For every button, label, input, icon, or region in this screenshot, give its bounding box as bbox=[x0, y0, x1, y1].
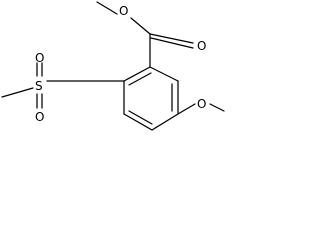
methoxy-o-to-methyl-bond bbox=[209, 103, 225, 112]
sulfur-to-methyl-bond bbox=[1, 87, 34, 98]
sulfonyl-bottom-oxygen-label: O bbox=[35, 110, 44, 124]
ring-double-bond-inner-2 bbox=[128, 110, 153, 125]
carbonyl-double-bond-a bbox=[149, 33, 194, 44]
ester-o-to-methyl-bond bbox=[96, 1, 118, 15]
ring-double-bond-inner-1 bbox=[128, 72, 152, 86]
molecule-drawing: O O O S O O bbox=[1, 1, 225, 131]
benzene-ring bbox=[123, 66, 179, 131]
methyl-ester-group: O O bbox=[96, 1, 206, 68]
structure-canvas: O O O S O O bbox=[0, 0, 226, 160]
ring-to-methoxy-o-bond bbox=[177, 103, 196, 115]
methoxy-oxygen-label: O bbox=[197, 97, 206, 111]
methoxy-group: O bbox=[177, 97, 225, 115]
ester-oxygen-label: O bbox=[119, 4, 128, 18]
carbonyl-to-ester-o-bond bbox=[130, 17, 151, 35]
ester-carbonyl-oxygen-label: O bbox=[197, 39, 206, 53]
ring-bond-1 bbox=[123, 66, 151, 82]
ring-bond-3 bbox=[123, 113, 153, 131]
sulfur-label: S bbox=[35, 79, 43, 93]
methylsulfonyl-group: S O O bbox=[1, 51, 125, 124]
ring-bond-6 bbox=[149, 66, 179, 82]
ring-bond-4 bbox=[151, 113, 179, 131]
carbonyl-double-bond-b bbox=[150, 37, 194, 49]
sulfonyl-top-oxygen-label: O bbox=[35, 51, 44, 65]
